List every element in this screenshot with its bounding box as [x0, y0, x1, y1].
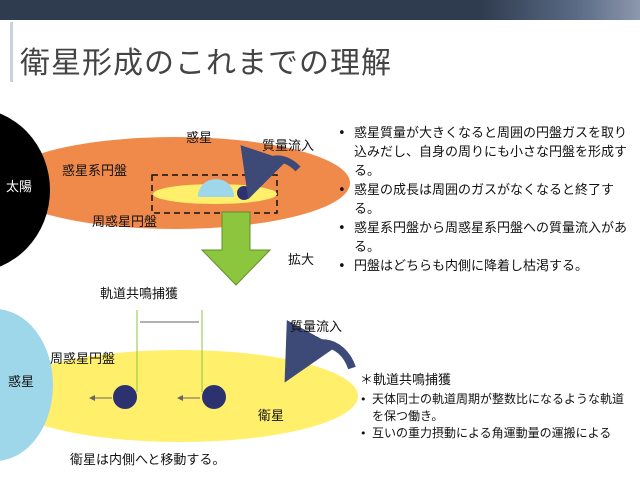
- explanation-item: 惑星系円盤から周惑星系円盤への質量流入がある。: [336, 219, 636, 257]
- small-satellite: [237, 186, 251, 200]
- migration-caption: 衛星は内側へと移動する。: [70, 453, 226, 468]
- small-planet-base: [198, 193, 234, 197]
- upper-inflow-label: 質量流入: [262, 139, 315, 154]
- lower-circumplanetary-disk-label: 周惑星円盤: [50, 352, 116, 367]
- header-bar: [0, 0, 640, 20]
- planetary-disk-label: 惑星系円盤: [62, 164, 128, 179]
- title-rule: [10, 22, 13, 82]
- lower-inflow-arrow: [284, 319, 356, 383]
- slide-title: 衛星形成のこれまでの理解: [20, 46, 392, 81]
- zoom-arrow: [200, 211, 272, 286]
- inner-satellite: [113, 385, 137, 409]
- upper-inflow-arrow: [240, 144, 301, 200]
- note-item: 互いの重力摂動による角運動量の運搬による: [360, 425, 630, 442]
- resonance-notes: ＊軌道共鳴捕獲 天体同士の軌道周期が整数比になるような軌道を保つ働き。 互いの重…: [360, 372, 630, 442]
- lower-planet-label: 惑星: [8, 375, 35, 390]
- resonance-label: 軌道共鳴捕獲: [100, 287, 179, 302]
- circumplanetary-disk-label: 周惑星円盤: [92, 215, 158, 230]
- header-accent: [480, 0, 640, 20]
- explanation-list: 惑星質量が大きくなると周囲の円盤ガスを取り込みだし、自身の周りにも小さな円盤を形…: [336, 124, 636, 276]
- notes-heading: ＊軌道共鳴捕獲: [360, 373, 452, 388]
- note-item: 天体同士の軌道周期が整数比になるような軌道を保つ働き。: [360, 391, 630, 425]
- explanation-item: 惑星の成長は周囲のガスがなくなると終了する。: [336, 181, 636, 219]
- explanation-item: 惑星質量が大きくなると周囲の円盤ガスを取り込みだし、自身の周りにも小さな円盤を形…: [336, 124, 636, 181]
- small-planet: [198, 179, 234, 196]
- planet-label: 惑星: [186, 131, 213, 146]
- sun: [0, 113, 50, 267]
- large-planet: [0, 309, 53, 461]
- sun-label: 太陽: [6, 180, 33, 195]
- explanation-item: 円盤はどちらも内側に降着し枯渇する。: [336, 257, 636, 276]
- lower-inflow-label: 質量流入: [290, 320, 343, 335]
- zoom-label: 拡大: [288, 253, 315, 268]
- satellite-label: 衛星: [258, 409, 285, 424]
- outer-satellite: [202, 385, 226, 409]
